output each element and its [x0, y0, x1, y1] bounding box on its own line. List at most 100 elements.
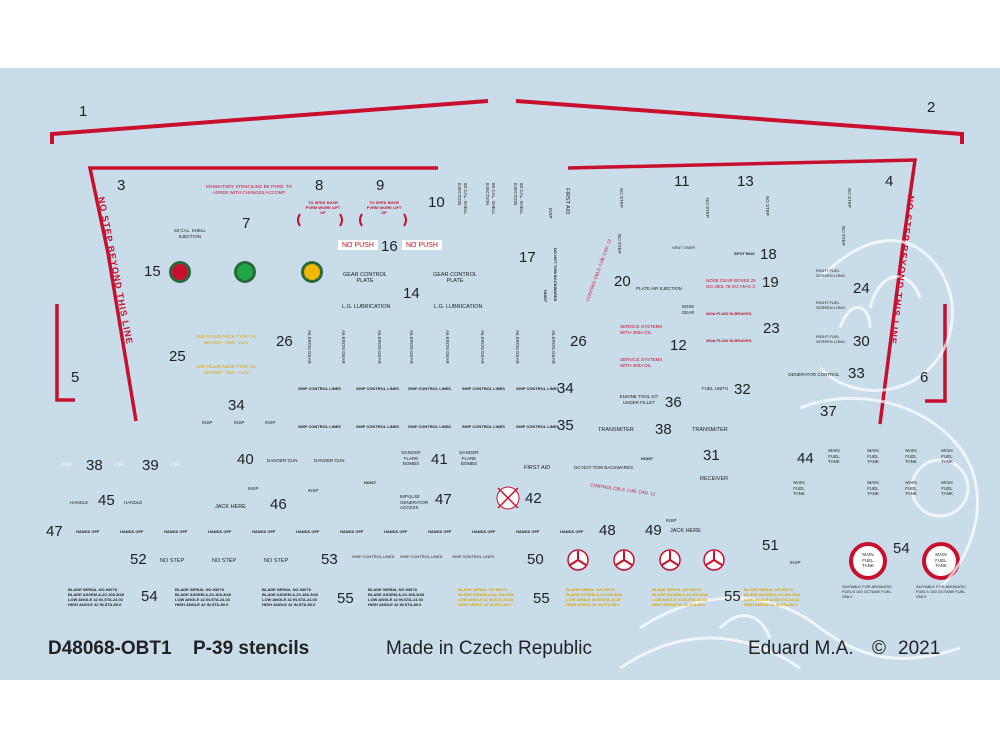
blade-serial-3: BLADE SERIAL NO.93078 BLADE ASSEM.A-20-1… — [262, 587, 318, 607]
number-17: 17 — [519, 249, 536, 266]
hands-off-6: HANDS OFF — [296, 529, 320, 534]
jack-here-b: JACK HERE — [670, 528, 701, 534]
number-38b: 39 — [142, 457, 159, 474]
no-step-5: NO STEP — [847, 188, 852, 208]
impulse: IMPULSE GENERATOR ACCESS — [400, 494, 429, 510]
number-25: 25 — [169, 348, 186, 365]
ship-ctrl-small-b: SHIP CONTROL LINES — [400, 554, 443, 559]
filler-b: USE FILLER NECK TYPE OIL HEATER - 20W - … — [195, 364, 257, 375]
receiver: RECEIVER — [700, 476, 729, 482]
number-20: 20 — [614, 273, 631, 290]
number-23: 23 — [763, 320, 780, 337]
number-2: 2 — [927, 99, 936, 116]
number-45: 46 — [270, 496, 287, 513]
number-37: 38 — [655, 421, 672, 438]
insp-7: INSP — [790, 560, 801, 565]
corner-6 — [925, 304, 947, 403]
number-13: 13 — [737, 173, 754, 190]
blade-serial-1: BLADE SERIAL NO.93078 BLADE ASSEM.A-20-1… — [68, 587, 124, 607]
danger-gun-b: DANGER GUN — [314, 458, 345, 463]
right-fuel-b: RIGHT FUEL SCREEN LONG — [816, 300, 846, 310]
no-step-row-b: NO STEP — [212, 558, 237, 564]
product-name: P-39 stencils — [193, 638, 310, 659]
number-36: 37 — [820, 403, 837, 420]
main-fuel-1: MAIN FUEL TANK — [828, 448, 840, 464]
main-fuel-7: MAIN FUEL TANK — [905, 480, 917, 496]
lg-lub-b: L.G. LUBRICATION — [434, 304, 483, 310]
no-push-box-b — [402, 240, 442, 250]
suitable-fuel-b: SUITABLE FOR AROMATIC FUELS 100 OCTANE F… — [916, 584, 967, 599]
ship-ctrl-small-a: SHIP CONTROL LINES — [352, 554, 395, 559]
number-43: 44 — [797, 450, 814, 467]
number-3: 3 — [117, 177, 126, 194]
right-fuel-c: RIGHT FUEL SCREEN LONG — [816, 334, 846, 344]
plate-air: PLATE AIR EJECTION — [636, 286, 682, 291]
transmiter-b: TRANSMITER — [692, 427, 728, 433]
ship-control-3: SHIP CONTROL LINES — [408, 386, 451, 391]
main-fuel-4: MAIN FUEL TANK — [941, 448, 953, 464]
number-44: 45 — [98, 492, 115, 509]
ship-control-8: SHIP CONTROL LINES — [408, 424, 451, 429]
transmiter-a: TRANSMITER — [598, 427, 634, 433]
aileron-gear-1: AILERON GEAR — [307, 330, 312, 364]
insp-6: INSP — [666, 518, 677, 523]
filler-a: USE FILLER NECK TYPE OIL HEATER - 20W - … — [195, 334, 257, 345]
insp-2: INSP — [234, 420, 245, 425]
number-16: 16 — [381, 238, 398, 255]
copyright-owner: Eduard M.A. — [748, 638, 854, 659]
gear-control-b: GEAR CONTROL PLATE — [432, 272, 477, 284]
ship-ctrl-small-c: SHIP CONTROL LINES — [452, 554, 495, 559]
number-34b: 35 — [557, 417, 574, 434]
ship-control-9: SHIP CONTROL LINES — [462, 424, 505, 429]
no-step-row-a: NO STEP — [160, 558, 185, 564]
hoist-a: HOIST — [641, 456, 654, 461]
ship-control-7: SHIP CONTROL LINES — [356, 424, 399, 429]
danger-gun-a: DANGER GUN — [267, 458, 298, 463]
dont-tow-vert: DO NOT TOW BACKWARDS — [553, 248, 558, 302]
aileron-gear-6: AILERON GEAR — [480, 330, 485, 364]
sheet-code: D48068-OBT1 — [48, 638, 172, 659]
cal50-vert-a: 50 CAL. SHELL EJECTION — [457, 183, 469, 215]
bracket-9 — [359, 213, 407, 227]
blade-serial-6: BLADE SERIAL NO.93078 BLADE ASSEM.A-20-1… — [566, 587, 622, 607]
number-47b: 48 — [599, 522, 616, 539]
aileron-gear-7: AILERON GEAR — [515, 330, 520, 364]
no-step-1: NO STEP — [619, 188, 624, 208]
number-14: 14 — [403, 285, 420, 302]
insp-vert: INSP — [548, 208, 553, 219]
eduard-watermark — [619, 239, 979, 670]
spot-9: TO SPEK BXXR PVRM WORE LIFT UP — [366, 200, 402, 215]
main-fuel-2: MAIN FUEL TANK — [867, 448, 879, 464]
white-text-3: INSP — [170, 462, 181, 467]
no-step-6: NO STEP — [841, 226, 846, 246]
aileron-gear-2: AILERON GEAR — [341, 330, 346, 364]
number-54a: 54 — [141, 588, 158, 605]
copyright-icon: © — [872, 638, 886, 659]
hands-off-5: HANDS OFF — [252, 529, 276, 534]
hands-off-3: HANDS OFF — [164, 529, 188, 534]
white-text-1: INSP — [62, 462, 73, 467]
white-text-2: INSP — [114, 462, 125, 467]
number-39: 40 — [237, 451, 254, 468]
no-push-b: NO PUSH — [406, 242, 438, 249]
handle-b: HANDLE — [124, 500, 143, 505]
no-push-a: NO PUSH — [342, 242, 374, 249]
number-46: 47 — [435, 491, 452, 508]
number-26b: 26 — [570, 333, 587, 350]
number-4: 4 — [885, 173, 894, 190]
main-fuel-6: MAIN FUEL TANK — [867, 480, 879, 496]
number-35: 36 — [665, 394, 682, 411]
cal50-label: 50 CAL. SHELL EJECTION — [174, 228, 206, 239]
number-47a: 47 — [46, 523, 63, 540]
first-aid: FIRST AID — [524, 465, 551, 471]
number-55a: 55 — [533, 590, 550, 607]
number-51: 52 — [130, 551, 147, 568]
ship-control-1: SHIP CONTROL LINES — [298, 386, 341, 391]
hands-off-7: HANDS OFF — [340, 529, 364, 534]
number-5: 5 — [71, 369, 80, 386]
number-29: 30 — [853, 333, 870, 350]
insp-1: INSP — [202, 420, 213, 425]
hands-off-11: HANDS OFF — [516, 529, 540, 534]
number-41: 42 — [525, 490, 542, 507]
mandatory-stencil: MANDATORY STENCILING BE PVRD. TO AGREE W… — [205, 184, 293, 195]
